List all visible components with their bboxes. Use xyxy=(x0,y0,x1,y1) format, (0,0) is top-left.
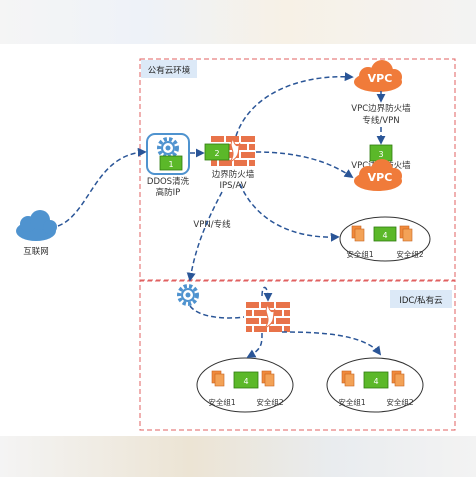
border-firewall-label-line1: 边界防火墙 xyxy=(212,169,255,180)
border-firewall-badge-number: 2 xyxy=(214,149,219,158)
idc-left-badge-number: 4 xyxy=(243,377,248,386)
idc-right-badge-number: 4 xyxy=(373,377,378,386)
link-idc-fw-right xyxy=(281,331,382,356)
idc-right-sg1-label: 安全组1 xyxy=(338,397,365,407)
internet-cloud-icon xyxy=(16,210,57,241)
internet-label: 互联网 xyxy=(23,247,49,257)
link-vpn xyxy=(186,191,223,282)
link-idc-fw-left xyxy=(246,332,263,358)
vpc-firewall-label-line2: 专线/VPN xyxy=(362,115,399,126)
public-cloud-zone-label: 公有云环境 xyxy=(148,65,191,76)
vpc-bottom-text: VPC xyxy=(368,171,393,184)
public-cloud-zone xyxy=(139,58,456,282)
vpc-firewall-label-line1: VPC边界防火墙 xyxy=(351,103,411,114)
idc-right-badge xyxy=(363,371,389,389)
public-cloud-zone-tag xyxy=(141,60,197,78)
idc-security-group-left-cloud: 4 安全组1 安全组2 xyxy=(196,357,294,413)
vpc-top-text: VPC xyxy=(368,72,393,85)
public-sg2-label: 安全组2 xyxy=(396,249,423,259)
ddos-node: 1 xyxy=(146,133,190,175)
ddos-label-line1: DDOS清洗 xyxy=(147,176,190,187)
idc-zone-label: IDC/私有云 xyxy=(399,295,443,306)
idc-left-sg1-label: 安全组1 xyxy=(208,397,235,407)
border-firewall-label-line2: IPS/AV xyxy=(220,181,247,191)
ddos-badge xyxy=(159,155,183,171)
vpc-bottom-cloud-icon xyxy=(354,159,402,191)
idc-right-sg2-label: 安全组2 xyxy=(386,397,413,407)
idc-left-badge xyxy=(233,371,259,389)
vpc-firewall-badge-number: 3 xyxy=(378,150,383,159)
ddos-badge-number: 1 xyxy=(168,160,173,169)
idc-security-group-right-cloud: 4 安全组1 安全组2 xyxy=(326,357,424,413)
border-firewall-node: 2 xyxy=(204,135,256,167)
idc-firewall-icon xyxy=(245,301,291,333)
idc-left-sg2-label: 安全组2 xyxy=(256,397,283,407)
idc-ddos-gear-icon xyxy=(177,284,199,306)
ddos-label-line2: 高防IP xyxy=(156,187,181,198)
vpn-link-label: VPN/专线 xyxy=(193,219,231,230)
link-firewall-vpc-bottom xyxy=(255,151,354,179)
blurred-header-strip xyxy=(0,0,476,44)
diagram-canvas: 公有云环境 IDC/私有云 互联网 1 DDOS清洗 高防IP xyxy=(0,44,476,436)
vpc-top-cloud-icon xyxy=(354,60,402,92)
blurred-footer-strip xyxy=(0,436,476,477)
link-internet-ddos xyxy=(57,147,147,227)
idc-firewall-node xyxy=(245,301,291,333)
public-security-group-cloud: 4 安全组1 安全组2 xyxy=(339,216,431,262)
public-sg-badge xyxy=(373,226,397,242)
border-firewall-badge xyxy=(204,143,230,161)
connectors xyxy=(57,72,386,358)
public-sg1-label: 安全组1 xyxy=(346,249,373,259)
idc-zone-tag xyxy=(390,290,452,308)
public-sg-badge-number: 4 xyxy=(382,231,387,240)
link-firewall-vpc-top xyxy=(235,72,354,137)
link-firewall-security-group xyxy=(239,183,340,242)
link-idc-gear-firewall xyxy=(189,305,245,319)
link-idc-fw-in xyxy=(261,286,273,302)
network-diagram: 公有云环境 IDC/私有云 互联网 1 DDOS清洗 高防IP xyxy=(16,58,456,431)
